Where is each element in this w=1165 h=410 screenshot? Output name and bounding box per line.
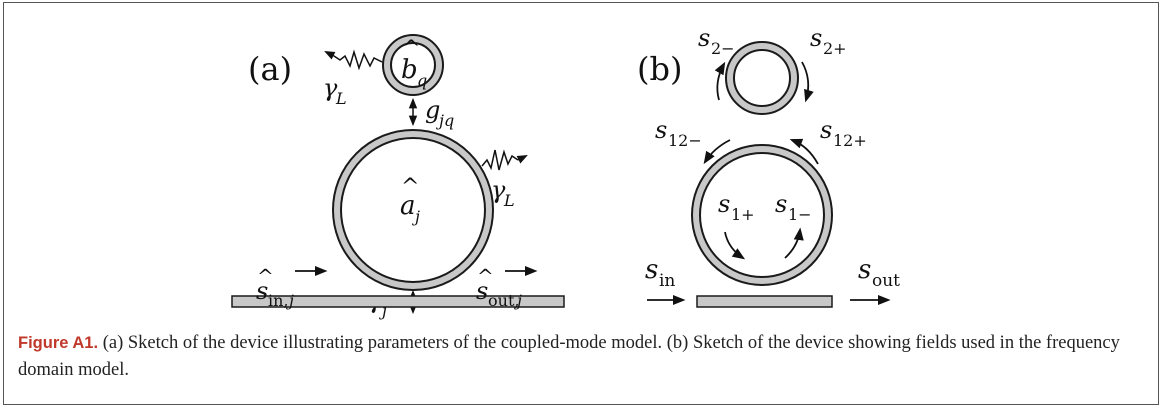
- s12-minus-label: s 12−: [655, 116, 702, 150]
- svg-text:L: L: [335, 89, 347, 108]
- loss-label-right: γ L: [491, 176, 515, 210]
- svg-text:in,: in,: [268, 291, 289, 310]
- loss-arrow-top: [324, 51, 336, 60]
- svg-text:s: s: [810, 24, 822, 52]
- waveguide-bus-b: [696, 295, 833, 308]
- svg-text:^: ^: [477, 264, 494, 288]
- svg-text:^: ^: [402, 37, 420, 62]
- svg-text:jq: jq: [436, 111, 454, 130]
- svg-text:2+: 2+: [823, 39, 847, 58]
- svg-text:s: s: [256, 277, 268, 305]
- loss-wave-top: [333, 49, 383, 71]
- figure-caption: Figure A1. (a) Sketch of the device illu…: [18, 330, 1143, 384]
- panel-a: (a) ^ b q g jq ^ a j γ L: [231, 34, 565, 320]
- panel-b: (b) s 2− s 2+ s 12− s 12+: [637, 24, 900, 308]
- svg-text:L: L: [503, 191, 515, 210]
- svg-text:s: s: [820, 116, 832, 144]
- s2-minus-arrow: [714, 61, 726, 101]
- svg-text:2−: 2−: [711, 39, 735, 58]
- coupling-label: g jq: [425, 96, 454, 130]
- svg-text:1−: 1−: [788, 205, 812, 224]
- input-label-b: s in: [645, 255, 675, 291]
- svg-text:j: j: [379, 301, 387, 320]
- svg-text:^: ^: [257, 264, 274, 288]
- waveguide-bus-a: [231, 295, 565, 308]
- loss-label-top: γ L: [323, 74, 347, 108]
- svg-text:γ: γ: [491, 176, 506, 204]
- svg-text:12−: 12−: [668, 131, 702, 150]
- svg-text:j: j: [412, 207, 420, 226]
- svg-text:s: s: [698, 24, 710, 52]
- loss-arrow-right: [516, 155, 528, 164]
- s12-plus-label: s 12+: [820, 116, 867, 150]
- s1-minus-label: s 1−: [775, 190, 812, 224]
- small-ring-b-inner: [733, 49, 791, 107]
- figure-frame: [3, 2, 1159, 405]
- s2-plus-label: s 2+: [810, 24, 847, 58]
- svg-text:j: j: [286, 291, 294, 310]
- output-label-b: s out: [858, 255, 900, 291]
- svg-text:g: g: [425, 96, 440, 124]
- s12-plus-arrow: [789, 138, 819, 165]
- s2-minus-label: s 2−: [698, 24, 735, 58]
- panel-b-label: (b): [637, 50, 682, 88]
- svg-text:1+: 1+: [731, 205, 755, 224]
- panel-a-label: (a): [248, 50, 292, 88]
- input-label-a: ^ s in, j: [256, 264, 294, 310]
- caption-text: (a) Sketch of the device illustrating pa…: [18, 333, 1120, 380]
- svg-text:s: s: [858, 255, 871, 285]
- svg-text:s: s: [775, 190, 787, 218]
- mode-a-label: ^ a j: [400, 175, 420, 226]
- svg-text:s: s: [718, 190, 730, 218]
- s2-plus-arrow: [801, 61, 814, 103]
- loss-wave-right: [481, 149, 519, 171]
- svg-text:^: ^: [401, 175, 419, 200]
- svg-text:s: s: [476, 277, 488, 305]
- s12-minus-arrow: [703, 139, 731, 165]
- svg-text:in: in: [659, 271, 675, 291]
- mode-b-label: ^ b q: [401, 37, 427, 90]
- s1-plus-arrow: [724, 231, 746, 260]
- output-label-a: ^ s out, j: [476, 264, 522, 310]
- svg-text:j: j: [514, 291, 522, 310]
- large-ring-inner: [340, 137, 486, 283]
- svg-text:a: a: [400, 191, 416, 221]
- svg-text:out: out: [872, 271, 900, 291]
- svg-text:out,: out,: [488, 291, 519, 310]
- svg-text:12+: 12+: [833, 131, 867, 150]
- s1-minus-arrow: [784, 227, 804, 259]
- small-ring-inner: [390, 42, 436, 88]
- s1-plus-label: s 1+: [718, 190, 755, 224]
- svg-text:b: b: [401, 55, 418, 85]
- svg-text:q: q: [417, 71, 427, 90]
- svg-text:γ: γ: [323, 74, 338, 102]
- svg-text:s: s: [645, 255, 658, 285]
- caption-label: Figure A1.: [18, 334, 99, 352]
- svg-text:s: s: [655, 116, 667, 144]
